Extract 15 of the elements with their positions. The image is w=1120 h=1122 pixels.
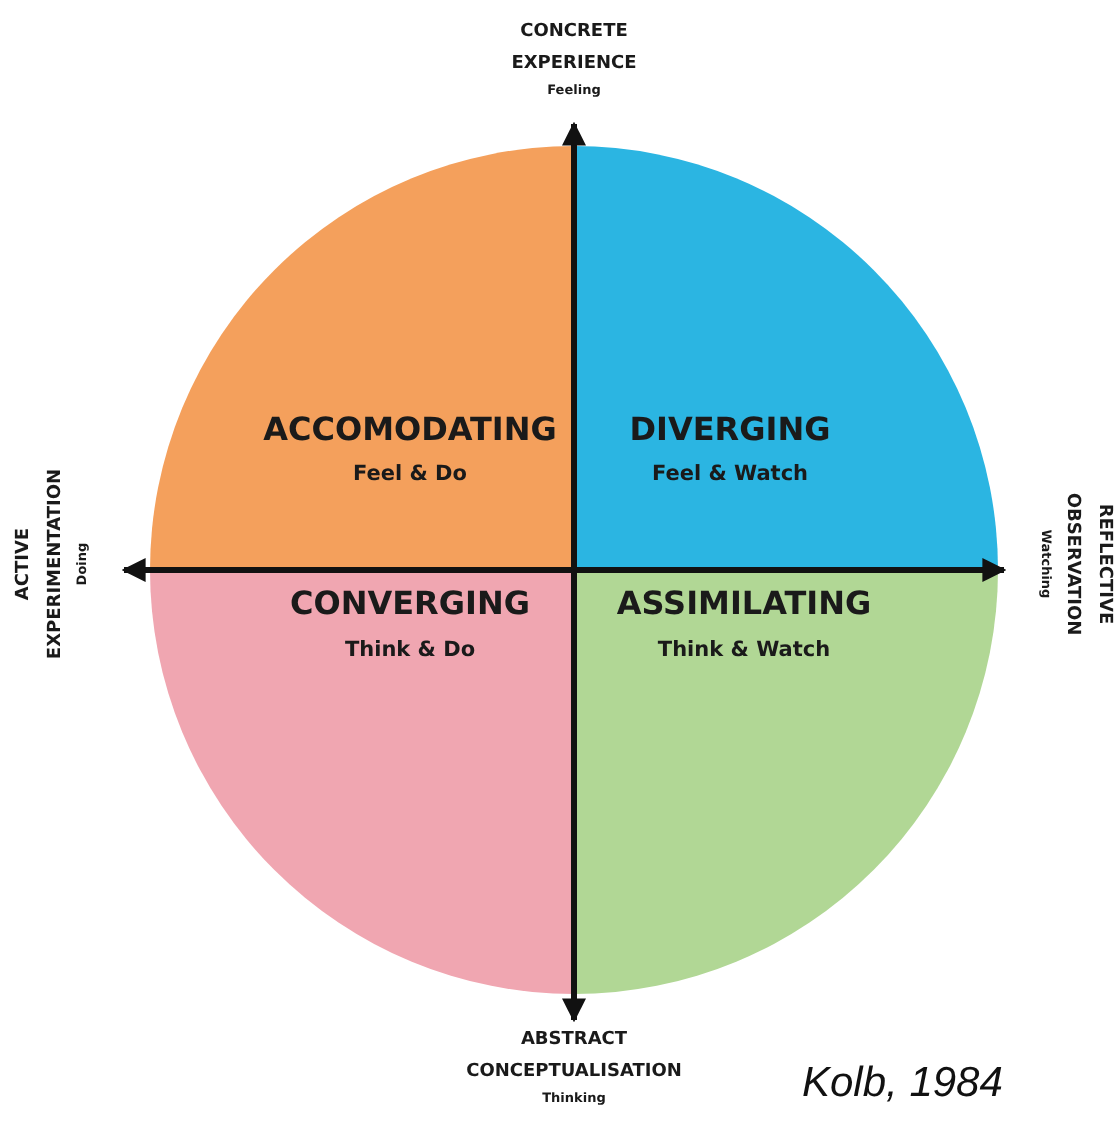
quadrant-subtitle: Think & Watch — [657, 638, 831, 662]
quadrant-subtitle: Think & Do — [344, 638, 476, 662]
axis-title: ACTIVE EXPERIMENTATION — [12, 466, 68, 664]
axis-title: REFLECTIVE OBSERVATION — [1060, 490, 1116, 640]
axis-title: ABSTRACT CONCEPTUALISATION — [464, 1028, 684, 1086]
axis-arrow — [562, 121, 586, 1023]
quadrant-title: ACCOMODATING — [263, 410, 557, 448]
quadrant-title: ASSIMILATING — [616, 584, 872, 622]
quadrant-subtitle: Feel & Do — [353, 462, 467, 486]
quadrant-subtitle: Feel & Watch — [651, 462, 809, 486]
axis-title: CONCRETE EXPERIENCE — [509, 20, 639, 78]
citation: Kolb, 1984 — [802, 1060, 1003, 1108]
quadrant-title: CONVERGING — [290, 584, 530, 622]
quadrant-title: DIVERGING — [629, 410, 831, 448]
axis-arrow — [121, 558, 1007, 582]
